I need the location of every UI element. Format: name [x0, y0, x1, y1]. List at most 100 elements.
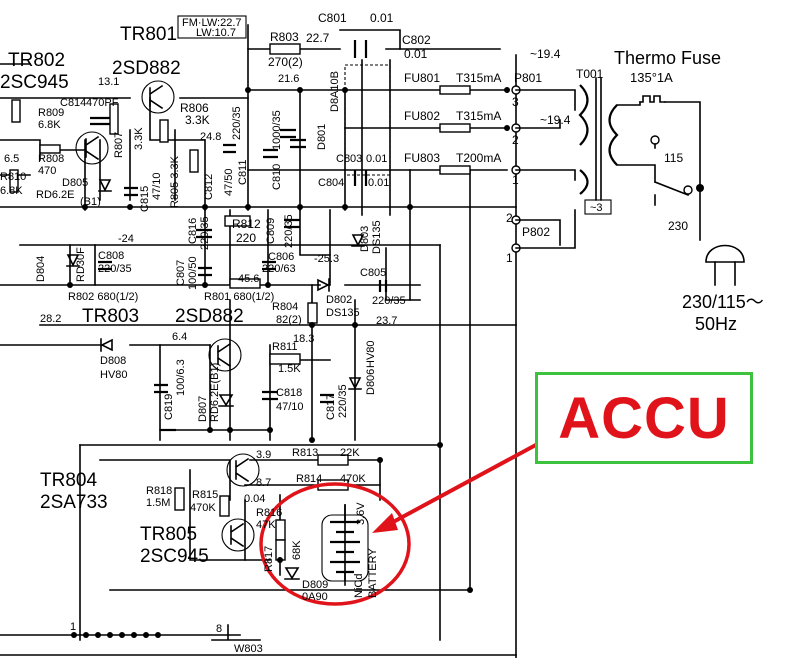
r813-label: R813	[292, 447, 318, 459]
c808-value: 220/35	[98, 263, 132, 275]
tr802-label: TR802	[8, 50, 65, 71]
switch-3: ~3	[590, 202, 603, 214]
tr801-label: TR801	[120, 24, 177, 45]
r813-value: 22K	[340, 447, 360, 459]
v45-6: 45.6	[238, 273, 259, 285]
r816-value: 47K	[256, 519, 276, 531]
c803-label: C803	[336, 153, 362, 165]
d801-label: D801	[316, 124, 328, 150]
d803-value: DS135	[371, 220, 383, 254]
d804-label: D804	[35, 256, 47, 282]
r817-label: R817	[263, 546, 275, 572]
battery-label: BATTERY	[367, 548, 379, 598]
tr801-type: 2SD882	[112, 58, 181, 79]
v18-3: 18.3	[293, 333, 314, 345]
fu803-label: FU803	[404, 151, 440, 165]
r806-value: 3.3K	[185, 113, 210, 127]
d803-label: D803	[359, 226, 371, 252]
c806-label: C806	[268, 251, 294, 263]
tr805-label: TR805	[140, 524, 197, 545]
c816-label: C816	[187, 218, 199, 244]
v6-5: 6.5	[4, 153, 19, 165]
r803-label: R803	[270, 30, 299, 44]
r811-label: R811	[272, 341, 297, 353]
r810-value: 6.8K	[0, 185, 23, 197]
p801-pin-3: 3	[512, 95, 519, 109]
c811-value: 220/35	[231, 106, 243, 140]
schematic-labels: FM·LW:22.7 LW:10.7 TR801 TR802 2SC945 2S…	[0, 11, 764, 655]
c804-label: C804	[318, 177, 344, 189]
thermo-fuse-rating: 135°1A	[630, 70, 673, 85]
v22-7: 22.7	[306, 31, 330, 45]
r801-label: R801 680(1/2)	[204, 291, 274, 303]
fu801-rating: T315mA	[456, 71, 501, 85]
r812-value: 220	[236, 231, 256, 245]
r814-value: 470K	[340, 473, 366, 485]
r807-label: R807	[113, 132, 125, 158]
v13-1: 13.1	[98, 76, 119, 88]
v8-7: 8.7	[256, 477, 271, 489]
c804-value: 0.01	[368, 177, 389, 189]
r818-label: R818	[146, 485, 172, 497]
mains-frequency: 50Hz	[695, 314, 737, 334]
c815-value: 47/10	[151, 172, 163, 200]
p802-pin-2: 2	[506, 211, 513, 225]
w803-pin-8: 8	[216, 623, 222, 635]
rectifier-block	[344, 64, 391, 176]
v-25-3: -25.3	[314, 253, 339, 265]
ac-19-4-mid: ~19.4	[540, 113, 571, 127]
r809-value: 6.8K	[38, 119, 61, 131]
c819-label: C819	[163, 394, 175, 420]
c816-value: 220/35	[199, 216, 211, 250]
resistors	[9, 43, 349, 561]
v6-4: 6.4	[172, 331, 187, 343]
c809-label: C809	[265, 218, 277, 244]
r814-label: R814	[296, 473, 322, 485]
battery-symbol	[321, 504, 369, 586]
d809-value: 0A90	[302, 591, 328, 603]
c817-value: 220/35	[337, 384, 349, 418]
d806-label: D806	[365, 369, 377, 395]
accu-highlight	[259, 438, 546, 606]
d807-value: RD6.2E(B1)	[209, 363, 221, 422]
r809-label: R809	[38, 107, 64, 119]
r802-label: R802 680(1/2)	[68, 291, 138, 303]
c814-value: 470PF	[86, 97, 119, 109]
d808-label: D808	[100, 355, 126, 367]
c807-value: 100/50	[187, 256, 199, 290]
d802-label: D802	[326, 294, 352, 306]
accu-callout-label: ACCU	[558, 385, 730, 451]
v21-6: 21.6	[278, 73, 299, 85]
terminals	[67, 85, 521, 638]
v24-8: 24.8	[200, 131, 221, 143]
fu803-rating: T200mA	[456, 151, 501, 165]
battery-voltage: 3.6V	[355, 502, 367, 525]
r817-value: 68K	[291, 540, 303, 560]
d807-label: D807	[197, 396, 209, 422]
transformer	[515, 77, 745, 286]
c814-label: C814	[60, 97, 86, 109]
c803-value: 0.01	[366, 153, 387, 165]
r805-label: R805 3.3K	[169, 155, 181, 208]
r815-value: 470K	[190, 502, 216, 514]
thermo-fuse-label: Thermo Fuse	[614, 48, 721, 68]
fu802-rating: T315mA	[456, 109, 501, 123]
connector-pin-1: 1	[70, 621, 76, 633]
r804-value: 82(2)	[276, 314, 302, 326]
diodes	[66, 179, 365, 580]
c817-label: C817	[325, 394, 337, 420]
c802-label: C802	[402, 33, 431, 47]
d805-label: D805	[62, 177, 88, 189]
r806-label: R806	[180, 101, 209, 115]
d802-value: DS135	[326, 307, 360, 319]
mains-voltage: 230/115～	[682, 292, 764, 312]
fuses	[439, 85, 471, 175]
r818-value: 1.5M	[146, 497, 170, 509]
tr803-type: 2SD882	[175, 306, 244, 327]
t001-label: T001	[576, 67, 604, 81]
c815-label: C815	[139, 186, 151, 212]
tr803-label: TR803	[82, 306, 139, 327]
c806-value: 220/63	[262, 263, 296, 275]
d804-value: RD30F	[75, 247, 87, 282]
r807-value: 3.3K	[133, 127, 145, 150]
